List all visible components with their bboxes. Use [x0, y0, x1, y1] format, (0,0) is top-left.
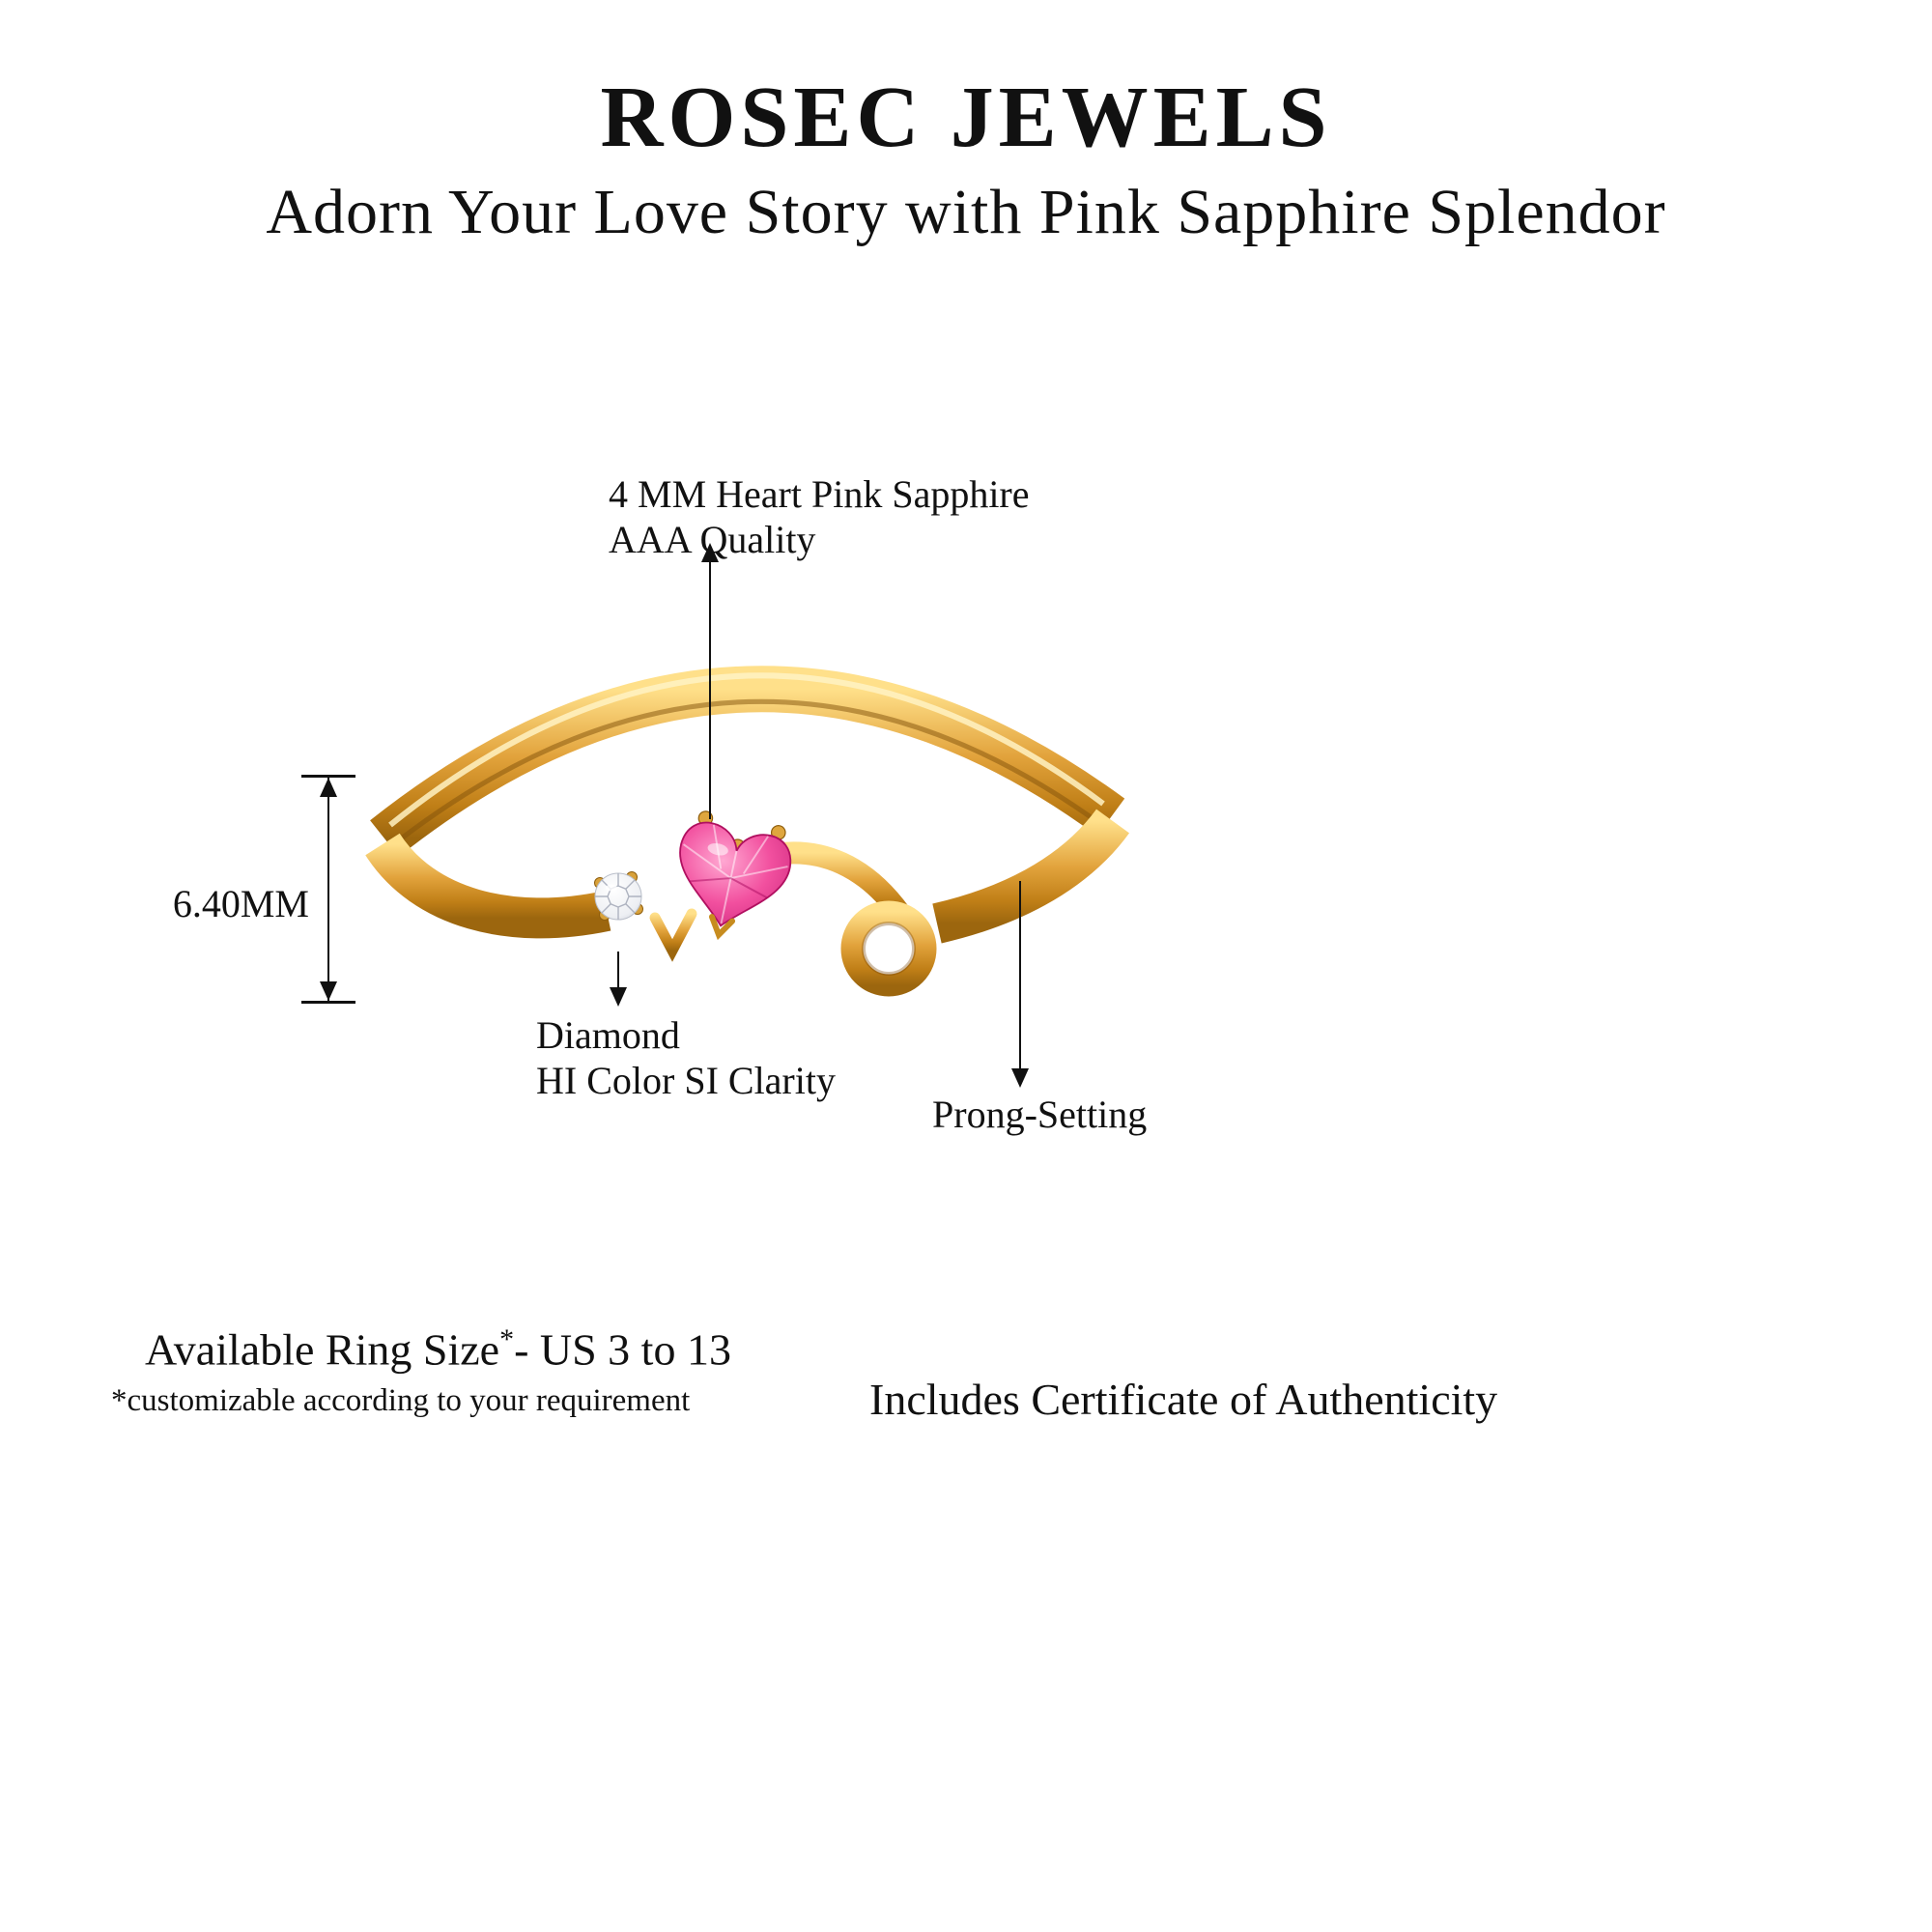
tagline: Adorn Your Love Story with Pink Sapphire… — [266, 177, 1666, 247]
ring-swirl-curl — [765, 841, 912, 925]
ring-size-asterisk: * — [499, 1323, 515, 1355]
heart-sapphire-gem — [679, 810, 792, 941]
ring-band-back-shade — [384, 698, 1109, 852]
certificate-text: Includes Certificate of Authenticity — [869, 1375, 1498, 1424]
sapphire-annotation-line2: AAA Quality — [609, 518, 816, 561]
dimension-arrowhead-bottom — [320, 981, 337, 1001]
sapphire-annotation-line1: 4 MM Heart Pink Sapphire — [609, 472, 1030, 516]
dimension-label: 6.40MM — [172, 882, 309, 925]
brand-title: ROSEC JEWELS — [600, 70, 1332, 165]
diamond-pointer-line — [617, 952, 619, 990]
ring-swirl-loop — [840, 900, 937, 997]
prong-pointer-arrowhead — [1011, 1068, 1029, 1088]
prong-annotation-label: Prong-Setting — [932, 1093, 1148, 1136]
ring-band-back — [370, 666, 1125, 857]
dimension-arrowhead-top — [320, 778, 337, 797]
ring-band-front-left — [365, 833, 611, 939]
dimension-line — [327, 778, 329, 1001]
round-diamond-gem — [594, 871, 643, 921]
ring-swirl-loop-shade — [862, 922, 916, 976]
dimension-cap-bottom — [301, 1001, 355, 1004]
diamond-annotation: Diamond HI Color SI Clarity — [536, 1012, 836, 1103]
ring-size-text: Available Ring Size*- US 3 to 13 — [145, 1323, 731, 1375]
sapphire-pointer-arrowhead — [701, 543, 719, 562]
ring-size-note: *customizable according to your requirem… — [111, 1383, 691, 1418]
prong-v-seat — [649, 908, 697, 962]
sapphire-pointer-line — [709, 562, 711, 819]
sapphire-annotation: 4 MM Heart Pink Sapphire AAA Quality — [609, 471, 1030, 562]
diamond-annotation-line1: Diamond — [536, 1013, 680, 1057]
ring-size-label: Available Ring Size — [145, 1324, 500, 1375]
ring-size-value: - US 3 to 13 — [514, 1324, 731, 1375]
dimension-cap-top — [301, 775, 355, 778]
ring-band-back-highlight — [388, 672, 1105, 828]
diamond-annotation-line2: HI Color SI Clarity — [536, 1059, 836, 1102]
ring-illustration — [365, 666, 1130, 997]
prong-pointer-line — [1019, 881, 1021, 1072]
diamond-pointer-arrowhead — [610, 987, 627, 1007]
ring-band-front-right — [932, 809, 1130, 944]
